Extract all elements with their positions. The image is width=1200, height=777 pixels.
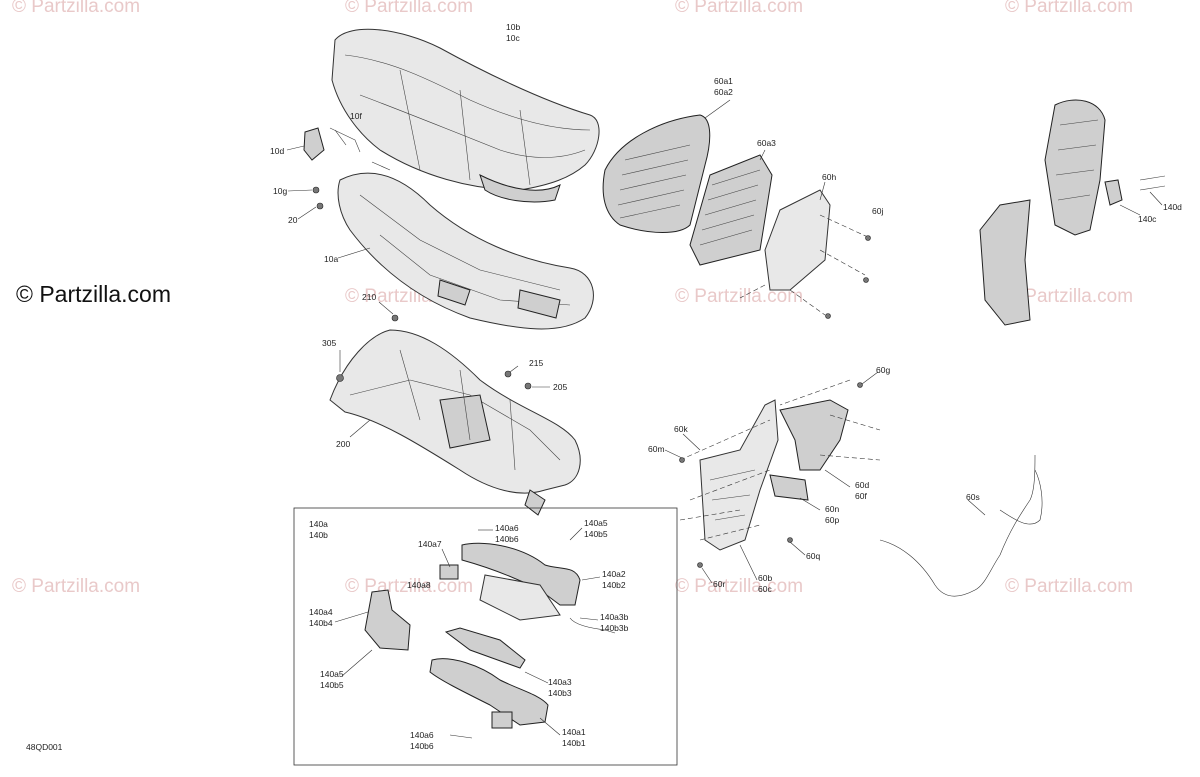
watermark: © Partzilla.com [675,0,803,17]
callout-215: 215 [529,358,543,368]
bolt-215 [504,370,512,378]
bolt-305 [336,374,344,382]
callout-60b: 60b [758,573,772,583]
callout-labels: 10b 10c 10f 10d 10g 20 10a 210 305 215 2… [270,22,1182,751]
callout-60g: 60g [876,365,890,375]
callout-140b4: 140b4 [309,618,333,628]
watermark: © Partzilla.com [675,286,803,307]
callout-60m: 60m [648,444,665,454]
watermark: © Partzilla.com [1005,0,1133,17]
bolt [863,277,869,283]
bolt-10g [312,186,320,194]
bolt-60m [679,457,685,463]
callout-140a: 140a [309,519,328,529]
diagram-code: 48QD001 [26,742,63,752]
callout-140b5: 140b5 [320,680,344,690]
seat-base-part [337,172,594,330]
callout-140a3b: 140a3b [600,612,629,622]
assembly-lines [739,214,871,316]
strap-10f-part [329,127,361,153]
callout-60c: 60c [758,584,772,594]
callout-140b6: 140b6 [410,741,434,751]
callout-140b3b: 140b3b [600,623,629,633]
cover-60h-part [764,189,831,291]
callout-60d: 60d [855,480,869,490]
callout-140a4: 140a4 [309,607,333,617]
watermark: © Partzilla.com [675,576,803,597]
callout-10d: 10d [270,146,284,156]
callout-10b: 10b [506,22,520,32]
bolt-140c [1139,175,1166,191]
callout-140d: 140d [1163,202,1182,212]
lower-body-part [329,329,581,516]
watermark: © Partzilla.com [12,0,140,17]
brand-label: © Partzilla.com [16,281,171,307]
callout-140a5: 140a5 [320,669,344,679]
bolt [825,313,831,319]
bolt-210 [391,314,399,322]
callout-10a: 10a [324,254,338,264]
callout-60a3: 60a3 [757,138,776,148]
callout-60h: 60h [822,172,836,182]
watermarks: © Partzilla.com © Partzilla.com © Partzi… [12,0,1133,597]
leader-lines [286,99,1163,739]
inset-frame [293,507,678,766]
callout-140a2: 140a2 [602,569,626,579]
callout-60a2: 60a2 [714,87,733,97]
callout-205: 205 [553,382,567,392]
callout-140b1: 140b1 [562,738,586,748]
callout-60p: 60p [825,515,839,525]
watermark: © Partzilla.com [12,576,140,597]
harness-60s-part [879,454,1036,597]
callout-305: 305 [322,338,336,348]
callout-140a6: 140a6 [495,523,519,533]
bolt-60q [787,537,793,543]
callout-60j: 60j [872,206,883,216]
passenger-backrest-part [979,99,1123,326]
callout-140b3: 140b3 [548,688,572,698]
bracket-10d-part [303,127,325,161]
callout-140b5: 140b5 [584,529,608,539]
seat-part [331,28,600,203]
backrest-part [602,114,711,233]
callout-200: 200 [336,439,350,449]
watermark: © Partzilla.com [345,0,473,17]
watermark: © Partzilla.com [1005,576,1133,597]
bolt-60r [697,562,703,568]
callout-140b6: 140b6 [495,534,519,544]
bolt-60j [865,235,871,241]
callout-210: 210 [362,292,376,302]
callout-60r: 60r [713,579,725,589]
harness-60s-branch [999,469,1043,525]
bolt-205 [524,382,532,390]
callout-140a5: 140a5 [584,518,608,528]
callout-60s: 60s [966,492,980,502]
callout-140a8: 140a8 [407,580,431,590]
bracket-assembly-part [699,399,849,551]
callout-60k: 60k [674,424,688,434]
callout-10f: 10f [350,111,362,121]
callout-60a1: 60a1 [714,76,733,86]
callout-10c: 10c [506,33,520,43]
watermark: © Partzilla.com [1005,286,1133,307]
callout-140a6: 140a6 [410,730,434,740]
callout-140a1: 140a1 [562,727,586,737]
callout-60n: 60n [825,504,839,514]
assembly-lines-60 [679,379,881,541]
callout-60f: 60f [855,491,867,501]
bolt-20 [316,202,324,210]
callout-140c: 140c [1138,214,1157,224]
callout-140a7: 140a7 [418,539,442,549]
bolt-60g [857,382,863,388]
frame-60a3-part [689,154,773,266]
callout-20: 20 [288,215,298,225]
callout-140a3: 140a3 [548,677,572,687]
callout-140b: 140b [309,530,328,540]
callout-10g: 10g [273,186,287,196]
inset-parts [364,542,616,729]
callout-60q: 60q [806,551,820,561]
callout-140b2: 140b2 [602,580,626,590]
